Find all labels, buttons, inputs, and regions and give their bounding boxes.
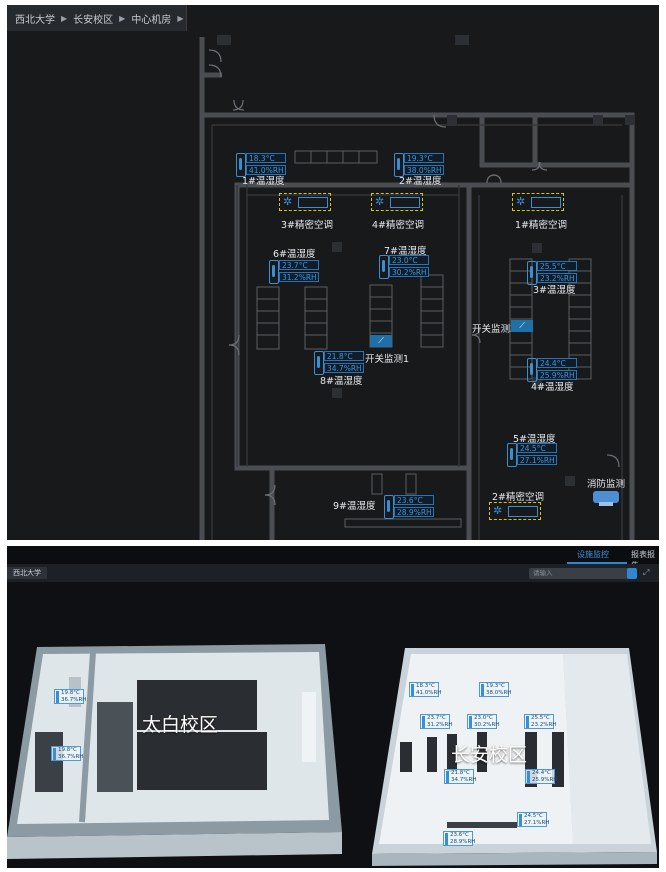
ac-body [531, 197, 561, 208]
sensor-label: 3#温湿度 [533, 285, 576, 296]
sensor-widget[interactable]: 24.4°C 25.9%RH [527, 358, 579, 382]
sensor-humidity: 27.1%RH [517, 455, 557, 465]
ac-unit[interactable]: ✲ [489, 502, 541, 520]
campus-label-taibai[interactable]: 太白校区 [142, 714, 219, 736]
sensor-temp: 23.0°C [389, 255, 429, 265]
sensor-label: 2#温湿度 [399, 176, 442, 187]
switch-label: 开关监测2 [472, 324, 517, 335]
sensor-widget[interactable]: 24.5°C 27.1%RH [507, 443, 559, 467]
sensor-humidity: 38.0%RH [404, 165, 444, 175]
ac-unit[interactable]: ✲ [371, 193, 423, 211]
sensor-humidity: 31.2%RH [279, 272, 319, 282]
ac-body [390, 197, 420, 208]
switch-label: 开关监测1 [365, 354, 410, 365]
breadcrumb: 西北大学 ▶ 长安校区 ▶ 中心机房 ▶ [7, 5, 187, 31]
sensor-label: 6#温湿度 [273, 249, 316, 260]
active-tab-indicator [567, 562, 627, 564]
ac-label: 4#精密空调 [372, 220, 425, 231]
thermometer-icon [236, 153, 246, 177]
fan-icon: ✲ [375, 195, 385, 208]
campus-3d-scene [7, 644, 657, 866]
sensor-widget[interactable]: 21.8°C 34.7%RH [314, 351, 366, 375]
breadcrumb-item[interactable]: 长安校区 [73, 14, 114, 26]
ac-unit[interactable]: ✲ [279, 193, 331, 211]
ac-label: 2#精密空调 [492, 492, 545, 503]
sensor-temp: 19.3°C [404, 153, 444, 163]
thermometer-icon [394, 153, 404, 177]
sensor-humidity: 25.9%RH [537, 370, 577, 380]
ac-body [298, 197, 328, 208]
ac-unit[interactable]: ✲ [512, 193, 564, 211]
floor-plan-walls [199, 35, 635, 540]
thermometer-icon [527, 261, 537, 285]
search-icon[interactable] [627, 568, 637, 579]
sensor-widget[interactable]: 18.3°C 41.0%RH [236, 153, 288, 177]
ac-label: 1#精密空调 [515, 220, 568, 231]
sensor-temp: 23.7°C [279, 260, 319, 270]
sensor-label: 9#温湿度 [333, 501, 376, 512]
breadcrumb-item[interactable]: 西北大学 [15, 14, 55, 26]
sensor-humidity: 34.7%RH [324, 363, 364, 373]
search-input[interactable]: 请输入 [529, 568, 629, 579]
sensor-humidity: 28.9%RH [394, 507, 434, 517]
sensor-humidity: 41.0%RH [246, 165, 286, 175]
switch-icon[interactable]: ⟋ [370, 335, 392, 347]
sensor-label: 1#温湿度 [242, 176, 285, 187]
sensor-label: 4#温湿度 [531, 382, 574, 393]
thermometer-icon [269, 260, 279, 284]
floor-plan-panel: 西北大学 ▶ 长安校区 ▶ 中心机房 ▶ 18.3°C 41.0%RH 1#温湿度 19… [7, 5, 659, 540]
sensor-label: 8#温湿度 [320, 376, 363, 387]
sensor-humidity: 30.2%RH [389, 267, 429, 277]
sensor-label: 5#温湿度 [513, 434, 556, 445]
sensor-widget[interactable]: 25.5°C 23.2%RH [527, 261, 579, 285]
toolbar: 西北大学 请输入 ⤢ [7, 564, 659, 582]
thermometer-icon [384, 495, 394, 519]
breadcrumb-item[interactable]: 中心机房 [131, 14, 172, 26]
campus-label-changan[interactable]: 长安校区 [451, 744, 528, 766]
fan-icon: ✲ [493, 504, 503, 517]
chevron-right-icon: ▶ [61, 13, 68, 23]
ac-label: 3#精密空调 [281, 220, 334, 231]
sensor-temp: 21.8°C [324, 351, 364, 361]
fire-label: 消防监测 [587, 479, 626, 490]
sensor-label: 7#温湿度 [384, 246, 427, 257]
sensor-widget[interactable]: 23.6°C 28.9%RH [384, 495, 436, 519]
chevron-right-icon: ▶ [119, 13, 126, 23]
expand-icon[interactable]: ⤢ [643, 568, 650, 577]
thermometer-icon [527, 358, 537, 382]
switch-icon[interactable]: ⟋ [511, 320, 533, 332]
fan-icon: ✲ [283, 195, 293, 208]
fire-alarm-icon[interactable] [593, 491, 619, 506]
top-nav-bar: 设施监控 报表报告 [7, 546, 659, 570]
chevron-right-icon: ▶ [177, 13, 184, 23]
sensor-temp: 24.4°C [537, 358, 577, 368]
thermometer-icon [507, 443, 517, 467]
sensor-widget[interactable]: 23.0°C 30.2%RH [379, 255, 431, 279]
campus-overview-panel: 设施监控 报表报告 西北大学 请输入 ⤢ 太白校区 长安校区 19.8 [7, 546, 659, 868]
fan-icon: ✲ [516, 195, 526, 208]
sensor-temp: 23.6°C [394, 495, 434, 505]
sensor-humidity: 23.2%RH [537, 273, 577, 283]
thermometer-icon [314, 351, 324, 375]
thermometer-icon [379, 255, 389, 279]
sensor-temp: 24.5°C [517, 443, 557, 453]
sensor-widget[interactable]: 19.3°C 38.0%RH [394, 153, 446, 177]
sensor-widget[interactable]: 23.7°C 31.2%RH [269, 260, 321, 284]
campus-select[interactable]: 西北大学 [7, 567, 47, 579]
ac-body [508, 506, 538, 517]
sensor-temp: 18.3°C [246, 153, 286, 163]
sensor-temp: 25.5°C [537, 261, 577, 271]
tab-facility-monitor[interactable]: 设施监控 [577, 550, 609, 559]
